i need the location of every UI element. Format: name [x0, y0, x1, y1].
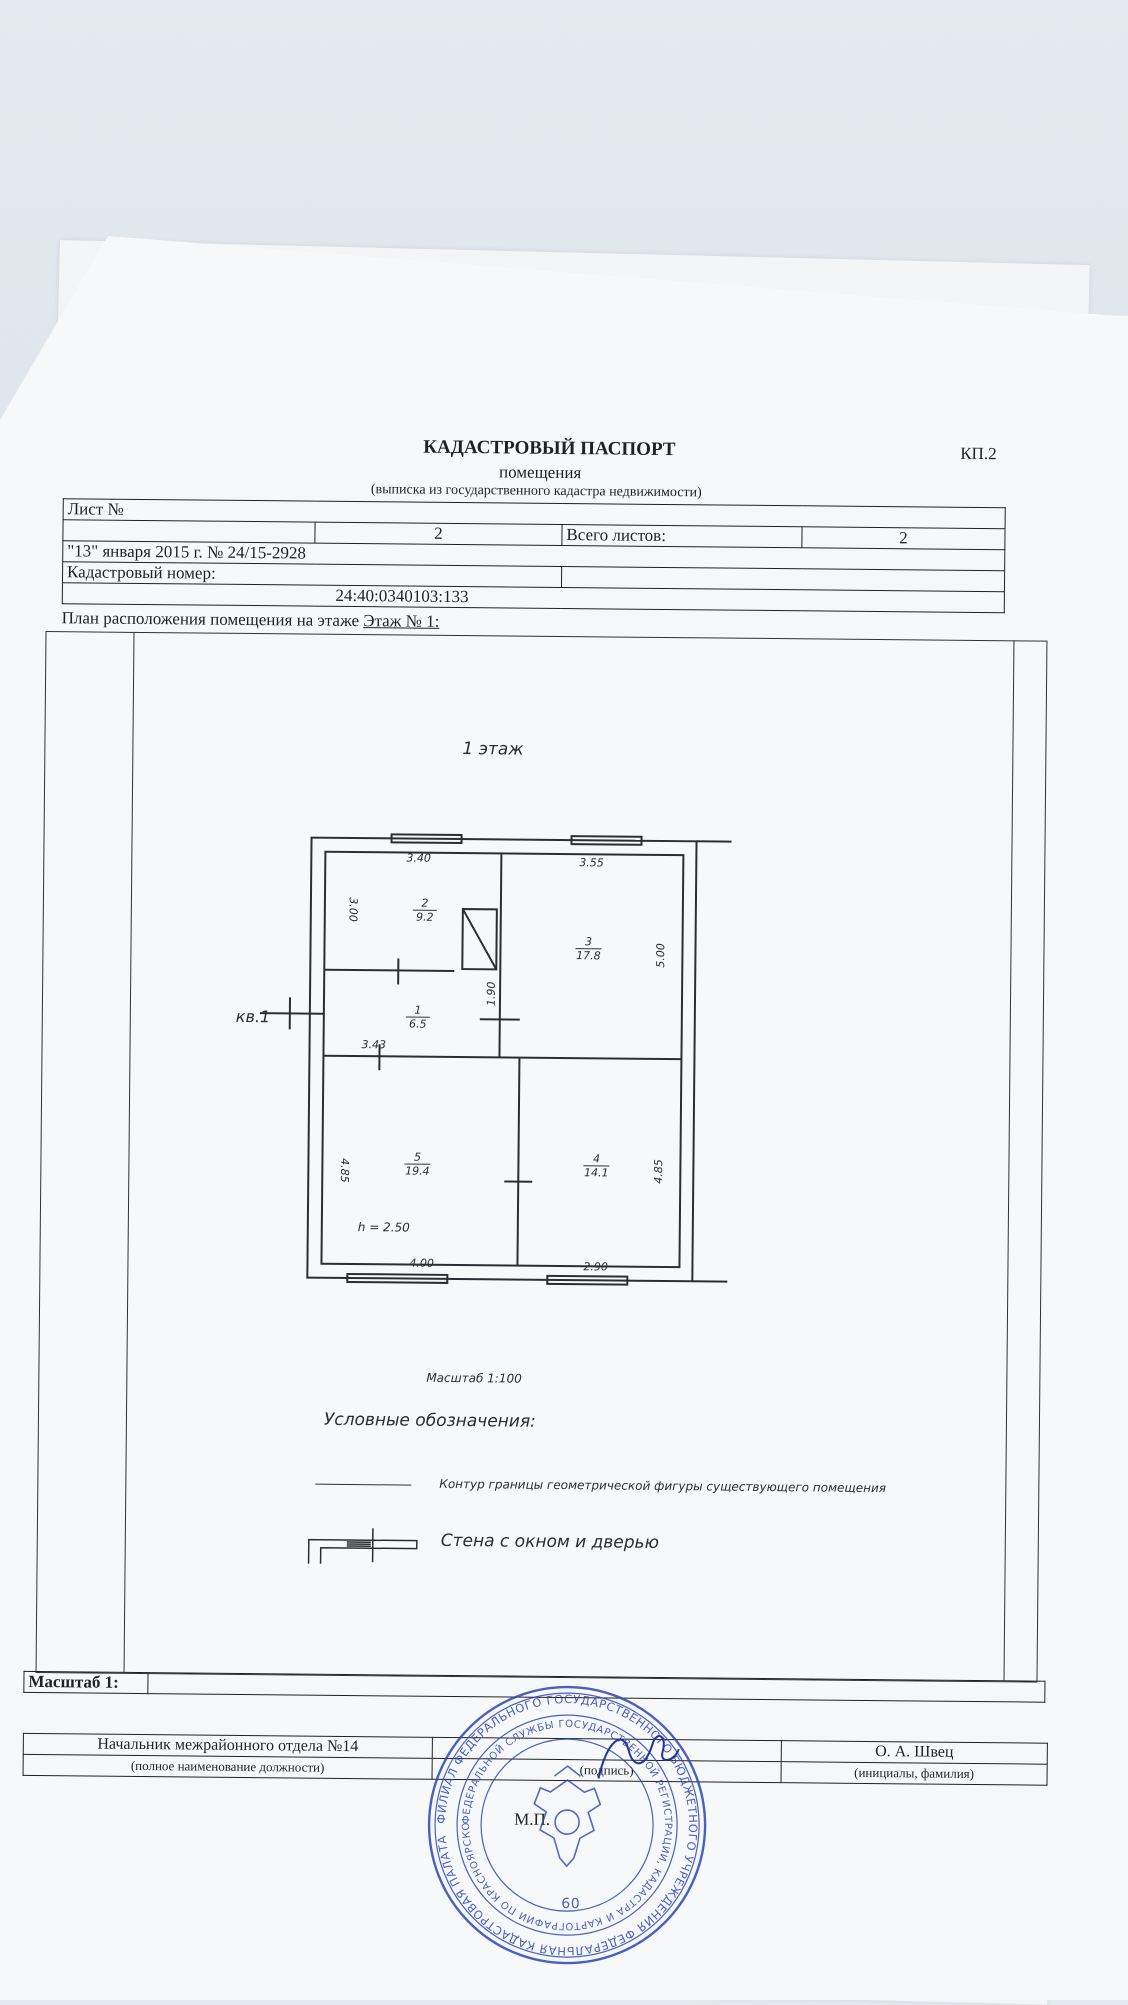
total-sheets-value: 2 — [802, 527, 1005, 550]
legend-title: Условные обозначения: — [324, 1410, 536, 1432]
dim-room5-left: 4.85 — [338, 1158, 351, 1183]
name-caption: (инициалы, фамилия) — [781, 1762, 1047, 1786]
document-subtitle: помещения — [499, 462, 581, 483]
floor-title: 1 этаж — [462, 739, 523, 760]
dim-bottom-right: 2.90 — [583, 1260, 608, 1273]
signer-name: О. А. Швец — [781, 1741, 1047, 1765]
dim-room3-right: 5.00 — [654, 943, 667, 968]
apartment-label: кв.1 — [236, 1007, 271, 1026]
floor-link: Этаж № 1: — [363, 611, 439, 631]
dim-top-left: 3.40 — [406, 852, 431, 865]
position-caption: (полное наименование должности) — [23, 1754, 432, 1779]
wall-5-4 — [517, 1058, 519, 1266]
dim-bottom-left: 4.00 — [409, 1257, 434, 1270]
extract-note: (выписка из государственного кадастра не… — [371, 482, 702, 501]
dim-room4-right: 4.85 — [652, 1159, 665, 1184]
legend-wall-text: Стена с окном и дверью — [441, 1531, 659, 1553]
wall-1-bottom — [323, 1056, 681, 1059]
wall-2-3 — [499, 853, 501, 1057]
total-sheets-label: Всего листов: — [562, 524, 802, 547]
sheet-info-table: Лист № 2 Всего листов: 2 "13" января 201… — [62, 498, 1006, 613]
svg-text:60: 60 — [561, 1896, 580, 1912]
eagle-emblem — [534, 1766, 601, 1867]
drawing-scale: Масштаб 1:100 — [426, 1371, 522, 1386]
ceiling-height: h = 2.50 — [358, 1220, 410, 1234]
floor-plan — [227, 807, 752, 1312]
signature-mark — [592, 1720, 683, 1791]
dim-room1-right: 1.90 — [485, 982, 498, 1007]
cadastral-number: 24:40:0340103:133 — [561, 587, 1004, 612]
footer-scale-label: Масштаб 1: — [24, 1671, 148, 1693]
dim-room1-bottom: 3.43 — [362, 1038, 387, 1051]
dim-top-right: 3.55 — [579, 856, 604, 869]
sheet-number: 2 — [315, 522, 562, 545]
legend-wall-symbol — [307, 1526, 422, 1567]
form-code: КП.2 — [960, 444, 997, 464]
wall-1-top — [324, 970, 454, 971]
dim-room2-left: 3.00 — [346, 897, 359, 922]
plan-heading: План расположения помещения на этаже Эта… — [62, 608, 440, 632]
document-title: КАДАСТРОВЫЙ ПАСПОРТ — [423, 437, 675, 461]
